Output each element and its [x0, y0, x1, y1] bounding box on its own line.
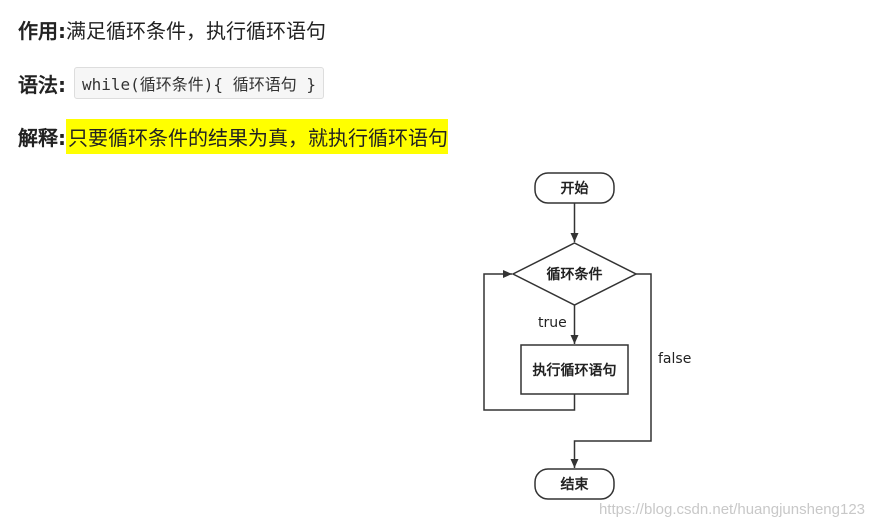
definition-text: 满足循环条件，执行循环语句: [66, 18, 326, 43]
condition-node-label: 循环条件: [547, 266, 603, 283]
arrow-false: [570, 273, 652, 468]
explanation-row: 解释: 只要循环条件的结果为真，就执行循环语句: [18, 118, 448, 154]
start-node-label: 开始: [561, 180, 589, 197]
definition-label: 作用:: [18, 18, 66, 43]
syntax-code: while(循环条件){ 循环语句 }: [74, 67, 324, 99]
statement-node: 执行循环语句: [520, 344, 629, 395]
arrow-loop-back: [483, 270, 576, 411]
false-label: false: [658, 351, 691, 367]
watermark: https://blog.csdn.net/huangjunsheng123: [598, 501, 865, 518]
statement-node-label: 执行循环语句: [533, 362, 617, 379]
end-node-label: 结束: [561, 476, 590, 493]
syntax-label: 语法:: [18, 72, 66, 97]
end-node: 结束: [534, 468, 615, 500]
start-node: 开始: [534, 172, 615, 204]
explanation-highlight: 只要循环条件的结果为真，就执行循环语句: [66, 118, 448, 154]
syntax-row: 语法: while(循环条件){ 循环语句 }: [18, 66, 324, 100]
definition-row: 作用: 满足循环条件，执行循环语句: [18, 12, 326, 46]
explanation-label: 解释:: [18, 125, 66, 150]
true-label: true: [538, 315, 567, 331]
condition-node: 循环条件: [511, 242, 638, 306]
